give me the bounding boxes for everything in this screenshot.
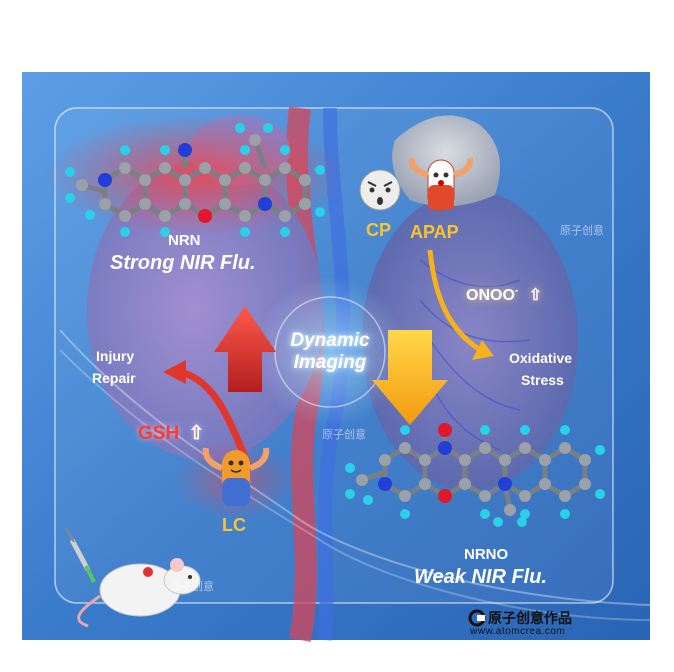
apap-arrow-head	[472, 340, 494, 360]
dynamic-text: Dynamic	[290, 330, 370, 351]
gsh-arrow-head	[163, 360, 186, 384]
brand-logo-icon	[468, 609, 486, 627]
stress-label: Stress	[521, 372, 564, 388]
dynamic-imaging-glow	[255, 277, 405, 427]
watermark-center: 原子创意	[322, 429, 366, 441]
weak-flu-label: Weak NIR Flu.	[414, 566, 547, 588]
onoo-superscript: -	[514, 285, 519, 297]
strong-flu-label: Strong NIR Flu.	[110, 252, 256, 274]
apap-label: APAP	[410, 222, 459, 242]
injury-label: Injury	[96, 348, 135, 364]
gsh-label: GSH ⇧	[138, 422, 204, 445]
gsh-up-arrow-icon: ⇧	[188, 423, 205, 444]
onoo-label: ONOO- ⇧	[466, 285, 542, 305]
lc-label: LC	[222, 515, 246, 535]
yellow-arrow-down	[372, 330, 448, 425]
onoo-up-arrow-icon: ⇧	[528, 287, 543, 304]
nrno-molecule	[345, 423, 605, 527]
nrno-label: NRNO	[464, 546, 509, 563]
imaging-text: Imaging	[293, 352, 367, 373]
nrn-molecule	[65, 123, 325, 237]
watermark-bottom: 原子创意	[170, 581, 214, 593]
onoo-text: ONOO	[466, 287, 515, 304]
cp-label: CP	[366, 220, 392, 240]
apap-pill-character	[408, 157, 474, 211]
mouse-illustration	[77, 558, 201, 628]
watermark-right: 原子创意	[560, 225, 604, 237]
gsh-text: GSH	[138, 423, 180, 444]
nrn-label: NRN	[168, 232, 201, 249]
repair-label: Repair	[92, 370, 136, 386]
light-streak	[59, 329, 651, 606]
footer-brand: 原子创意作品	[488, 610, 572, 626]
syringe-icon	[65, 527, 96, 583]
oxidative-label: Oxidative	[509, 350, 573, 366]
lc-pill-character	[202, 447, 270, 506]
footer-url: www.atomcrea.com	[470, 626, 566, 637]
dynamic-imaging-label: Dynamic Imaging	[276, 330, 384, 374]
red-arrow-up	[214, 306, 276, 392]
cp-pill-character	[359, 169, 401, 211]
light-streak	[59, 349, 651, 621]
apap-to-stress-arrow	[427, 249, 482, 353]
